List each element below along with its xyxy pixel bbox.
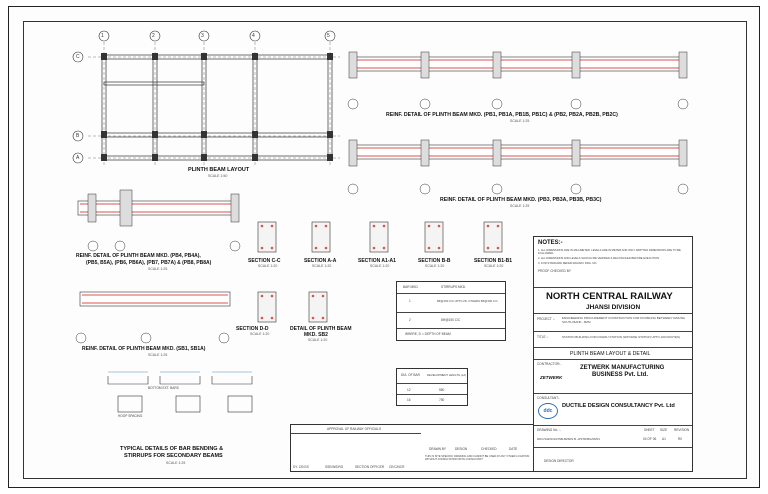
stirrup-header-bar: BAR MKD. bbox=[403, 285, 419, 289]
bending-title-2: STIRRUPS FOR SECONDARY BEAMS bbox=[124, 453, 223, 459]
section-cc-title: SECTION C-C bbox=[248, 258, 281, 264]
grid-label-c: C bbox=[76, 54, 80, 60]
dev-row1-length: 550 bbox=[439, 388, 445, 392]
stirrup-row1-text: 8Φ@150 C/C UPTO 2D, OTHERS 8Φ@300 C/C bbox=[437, 299, 498, 303]
sheet-label: SHEET bbox=[644, 428, 655, 432]
dev-header-length: DEVELOPMENT LENGTH (Ld) bbox=[427, 373, 466, 377]
stirrup-row2-mark: 2 bbox=[409, 318, 411, 322]
dev-row2-length: 750 bbox=[439, 398, 445, 402]
title-text: STATION BUILDING FOR DOHRU STATION (WAYS… bbox=[562, 335, 680, 339]
project-text: ENGINEERING PROCUREMENT CONSTRUCTION FOR… bbox=[562, 316, 685, 324]
stirrup-header-stirrup: STIRRUPS MKD. bbox=[441, 285, 466, 289]
stirrup-row1-mark: 1 bbox=[409, 299, 411, 303]
section-aa-title: SECTION A-A bbox=[304, 258, 337, 264]
section-bb-title: SECTION B-B bbox=[418, 258, 451, 264]
official-1: DY. CE/GS bbox=[293, 465, 309, 469]
bending-scale: SCALE 1:25 bbox=[166, 461, 186, 465]
drawing-title: PLINTH BEAM LAYOUT & DETAIL bbox=[570, 351, 651, 357]
section-bb-scale: SCALE 1:20 bbox=[425, 264, 445, 268]
railway-name: NORTH CENTRAL RAILWAY bbox=[546, 291, 673, 302]
section-dd-title: SECTION D-D bbox=[236, 326, 269, 332]
detail3-title-1: REINF. DETAIL OF PLINTH BEAM MKD. (PB4, … bbox=[76, 253, 201, 259]
detail3-title-2: (PB5, B5A), (PB6, PB6A), (PB7, PB7A) & (… bbox=[86, 260, 212, 266]
grid-label-5: 5 bbox=[327, 33, 330, 39]
dev-header-dia: DIA. OF BAR bbox=[401, 373, 420, 377]
sign-design: DESIGN bbox=[455, 447, 468, 451]
section-a1a1-title: SECTION A1-A1 bbox=[358, 258, 396, 264]
bottom-note: THIS IS SITE SPECIFIC DRAWING AND CANNOT… bbox=[425, 455, 530, 461]
revision-value: R0 bbox=[678, 437, 683, 441]
grid-label-a: A bbox=[76, 155, 80, 161]
dev-row2-dia: 16 bbox=[407, 398, 411, 402]
contractor-logo: ZETWERK bbox=[540, 375, 563, 380]
title-block: NOTES:- 1. ALL DIMENSIONS ARE IN MILLIME… bbox=[533, 236, 693, 472]
revision-label: REVISION bbox=[674, 428, 690, 432]
project-label: PROJECT :- bbox=[537, 317, 555, 321]
section-dd-scale: SCALE 1:20 bbox=[250, 332, 270, 336]
section-cc-scale: SCALE 1:20 bbox=[258, 264, 278, 268]
official-3: SECTION OFFICER bbox=[355, 465, 385, 469]
note-1: 1. ALL DIMENSIONS ARE IN MILLIMETER. LEV… bbox=[538, 249, 681, 255]
notes-heading: NOTES:- bbox=[538, 240, 563, 246]
sign-drawn: DRAWN BY bbox=[429, 447, 447, 451]
signatory: DESIGN DIRECTOR bbox=[544, 459, 574, 463]
detail1-title: REINF. DETAIL OF PLINTH BEAM MKD. (PB1, … bbox=[386, 112, 618, 118]
grid-label-1: 1 bbox=[101, 33, 104, 39]
stirrup-row2-text: 8Φ@150 C/C bbox=[441, 318, 461, 322]
contractor-label: CONTRACTOR:- bbox=[537, 362, 562, 366]
sb2-scale: SCALE 1:20 bbox=[308, 338, 328, 342]
approval-strip: APPROVAL OF RAILWAY OFFICIALS DY. CE/GS … bbox=[290, 424, 536, 472]
detail4-scale: SCALE 1:25 bbox=[148, 353, 168, 357]
detail3-scale: SCALE 1:25 bbox=[148, 267, 168, 271]
note-2: 2. ALL DIMENSIONS AND LEVELS SHOULD BE V… bbox=[538, 257, 660, 260]
size-value: A1 bbox=[662, 437, 666, 441]
bending-label-bottom-ext: BOTTOM EXT. BARS bbox=[148, 386, 179, 390]
title-label: TITLE :- bbox=[537, 335, 549, 339]
official-4: CE/C/NCR bbox=[389, 465, 405, 469]
stirrup-table: BAR MKD. STIRRUPS MKD. 1 8Φ@150 C/C UPTO… bbox=[396, 281, 506, 341]
detail2-scale: SCALE 1:25 bbox=[510, 204, 530, 208]
size-label: SIZE bbox=[660, 428, 668, 432]
note-3: 3. FOR STANDARD REFER RAILWAY DRG. NO. bbox=[538, 262, 598, 265]
sign-date: DATE bbox=[509, 447, 518, 451]
stirrup-note: WHERE, D = DEPTH OF BEAM bbox=[405, 332, 451, 336]
drawing-no-label: DRAWING No. :- bbox=[537, 428, 561, 432]
grid-label-2: 2 bbox=[152, 33, 155, 39]
layout-scale: SCALE 1:50 bbox=[208, 174, 228, 178]
detail1-scale: SCALE 1:25 bbox=[510, 119, 530, 123]
drawing-frame bbox=[23, 21, 747, 479]
layout-title: PLINTH BEAM LAYOUT bbox=[188, 167, 250, 173]
detail4-title: REINF. DETAIL OF PLINTH BEAM MKD. (SB1, … bbox=[82, 346, 206, 352]
sb2-title-1: DETAIL OF PLINTH BEAM bbox=[290, 326, 352, 332]
development-length-table: DIA. OF BAR DEVELOPMENT LENGTH (Ld) 12 5… bbox=[396, 368, 468, 406]
sheet-value: 04 OF 06 bbox=[643, 437, 657, 441]
dev-row1-dia: 12 bbox=[407, 388, 411, 392]
section-b1b1-scale: SCALE 1:20 bbox=[484, 264, 504, 268]
sb2-title-2: MKD. SB2 bbox=[304, 332, 328, 338]
approval-heading: APPROVAL OF RAILWAY OFFICIALS bbox=[327, 427, 382, 431]
proof-checked: PROOF CHECKED BY bbox=[538, 269, 571, 273]
consultant-name: DUCTILE DESIGN CONSULTANCY Pvt. Ltd bbox=[562, 403, 675, 409]
contractor-name-2: BUSINESS Pvt. Ltd. bbox=[592, 372, 649, 378]
contractor-name-1: ZETWERK MANUFACTURING bbox=[580, 365, 665, 371]
grid-label-4: 4 bbox=[252, 33, 255, 39]
consultant-label: CONSULTANT:- bbox=[537, 396, 560, 400]
section-aa-scale: SCALE 1:20 bbox=[312, 264, 332, 268]
official-2: SSE/W/DRG bbox=[325, 465, 344, 469]
sign-checked: CHECKED bbox=[481, 447, 497, 451]
division-name: JHANSI DIVISION bbox=[586, 304, 641, 311]
section-a1a1-scale: SCALE 1:20 bbox=[370, 264, 390, 268]
detail2-title: REINF. DETAIL OF PLINTH BEAM MKD. (PB3, … bbox=[440, 197, 602, 203]
grid-label-b: B bbox=[76, 133, 80, 139]
bending-label-hoop: HOOP SPACING bbox=[118, 414, 143, 418]
consultant-logo: ddc bbox=[538, 403, 558, 419]
section-b1b1-title: SECTION B1-B1 bbox=[474, 258, 513, 264]
drawing-no: DDC/342/NCR/JSB-BZM/S.B.-3/STR/BG/06/04 bbox=[537, 437, 600, 441]
bending-title-1: TYPICAL DETAILS OF BAR BENDING & bbox=[120, 446, 224, 452]
grid-label-3: 3 bbox=[201, 33, 204, 39]
